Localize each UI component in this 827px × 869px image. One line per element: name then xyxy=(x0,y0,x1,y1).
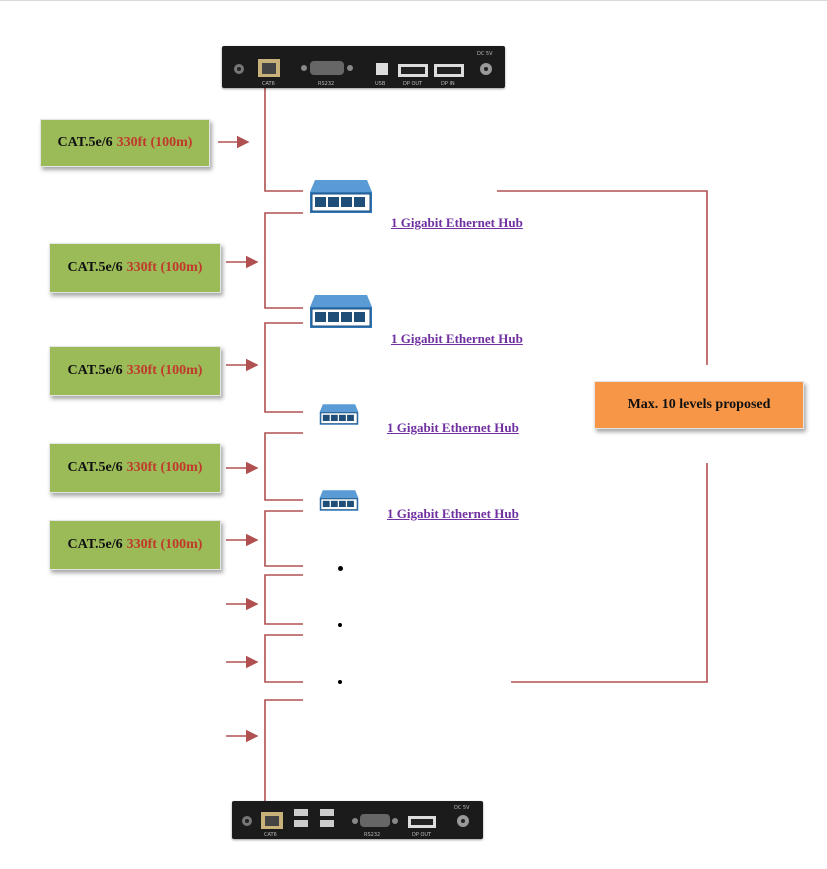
cable-type: CAT.5e/6 xyxy=(67,260,123,275)
ethernet-hub-icon-1 xyxy=(310,180,372,213)
cable-distance: 330ft (100m) xyxy=(126,460,203,475)
receiver-ports-graphic xyxy=(242,809,469,829)
rx-port-label-dc: DC 5V xyxy=(454,805,470,811)
link-level5-level6 xyxy=(264,574,303,625)
cable-type: CAT.5e/6 xyxy=(57,135,113,150)
cable-label-2: CAT.5e/6 330ft (100m) xyxy=(49,243,221,293)
rx-port-label-rs232: RS232 xyxy=(364,832,381,838)
link-last-rx xyxy=(264,699,303,812)
tx-port-label-rs232: RS232 xyxy=(318,81,335,87)
transmitter-ports-graphic xyxy=(234,59,492,77)
levels-bracket-top xyxy=(497,190,708,365)
ethernet-hub-icon-3 xyxy=(319,404,359,425)
rx-port-label-cat6: CAT6 xyxy=(264,832,277,838)
ethernet-hub-icon-2 xyxy=(310,295,372,328)
hub-label-4: 1 Gigabit Ethernet Hub xyxy=(387,506,519,521)
max-levels-text: Max. 10 levels proposed xyxy=(627,397,771,412)
link-level6-level7 xyxy=(264,634,303,683)
top-divider xyxy=(0,0,827,1)
cable-distance: 330ft (100m) xyxy=(116,135,193,150)
cable-type: CAT.5e/6 xyxy=(67,460,123,475)
continuation-dot-1 xyxy=(338,566,343,571)
transmitter-device: CAT6 RS232 USB DP OUT DP IN DC 5V xyxy=(222,46,505,88)
link-hub2-hub3 xyxy=(264,322,303,413)
hub-label-2: 1 Gigabit Ethernet Hub xyxy=(391,331,523,346)
rx-port-label-dp-out: DP OUT xyxy=(412,832,432,838)
receiver-device: CAT6 RS232 DP OUT DC 5V xyxy=(232,801,483,839)
tx-port-label-usb: USB xyxy=(375,81,386,87)
cable-distance: 330ft (100m) xyxy=(126,363,203,378)
levels-bracket-bottom xyxy=(511,463,708,683)
tx-port-label-dp-out: DP OUT xyxy=(403,81,423,87)
link-tx-hub1 xyxy=(264,76,303,192)
tx-port-label-dp-in: DP IN xyxy=(441,81,455,87)
link-hub1-hub2 xyxy=(264,212,303,309)
link-hub4-level5 xyxy=(264,510,303,567)
hub-label-1: 1 Gigabit Ethernet Hub xyxy=(391,215,523,230)
max-levels-note: Max. 10 levels proposed xyxy=(594,381,804,429)
cable-label-4: CAT.5e/6 330ft (100m) xyxy=(49,443,221,493)
continuation-dot-3 xyxy=(338,680,342,684)
cable-label-1: CAT.5e/6 330ft (100m) xyxy=(40,119,210,167)
link-hub3-hub4 xyxy=(264,432,303,501)
cable-label-3: CAT.5e/6 330ft (100m) xyxy=(49,346,221,396)
hub-label-3: 1 Gigabit Ethernet Hub xyxy=(387,420,519,435)
cable-label-5: CAT.5e/6 330ft (100m) xyxy=(49,520,221,570)
cable-distance: 330ft (100m) xyxy=(126,537,203,552)
continuation-dot-2 xyxy=(338,623,342,627)
cable-distance: 330ft (100m) xyxy=(126,260,203,275)
tx-port-label-cat6: CAT6 xyxy=(262,81,275,87)
ethernet-hub-icon-4 xyxy=(319,490,359,511)
cable-type: CAT.5e/6 xyxy=(67,537,123,552)
tx-port-label-dc: DC 5V xyxy=(477,51,493,57)
cable-type: CAT.5e/6 xyxy=(67,363,123,378)
